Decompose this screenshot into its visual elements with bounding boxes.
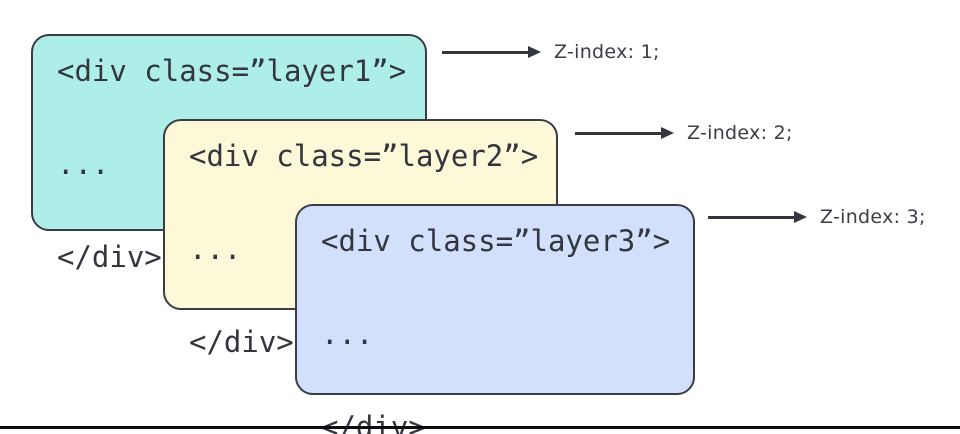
layer2-ellipsis: ... (189, 232, 242, 266)
layer2-code-body: ... </div> (189, 172, 534, 420)
right-arrow-icon (708, 211, 807, 223)
arrow-head (794, 211, 807, 223)
layer3-ellipsis: ... (321, 317, 374, 351)
zindex-label-2: Z-index: 2; (687, 122, 793, 144)
zindex-label-1: Z-index: 1; (554, 41, 660, 63)
zindex-label-3: Z-index: 3; (820, 206, 926, 228)
right-arrow-icon (575, 127, 674, 139)
zindex-callout-2: Z-index: 2; (575, 122, 793, 144)
layer2-open-tag: <div class=”layer2”> (189, 139, 539, 173)
layer1-ellipsis: ... (57, 147, 110, 181)
bottom-divider (0, 426, 960, 429)
arrow-line (708, 215, 794, 219)
layer1-open-tag: <div class=”layer1”> (57, 54, 407, 88)
arrow-line (575, 131, 661, 135)
arrow-line (442, 50, 528, 54)
zindex-callout-3: Z-index: 3; (708, 206, 926, 228)
zindex-callout-1: Z-index: 1; (442, 41, 660, 63)
layer3-code-body: ... </div> (321, 257, 671, 434)
layer1-close-tag: </div> (57, 240, 162, 274)
layer1-code-body: ... </div> (57, 87, 403, 335)
arrow-head (661, 127, 674, 139)
layer2-close-tag: </div> (189, 325, 294, 359)
layer3-card: <div class=”layer3”> ... </div> (295, 204, 695, 434)
right-arrow-icon (442, 46, 541, 58)
arrow-head (528, 46, 541, 58)
layer3-open-tag: <div class=”layer3”> (321, 224, 671, 258)
layer3-close-tag: </div> (321, 410, 426, 434)
